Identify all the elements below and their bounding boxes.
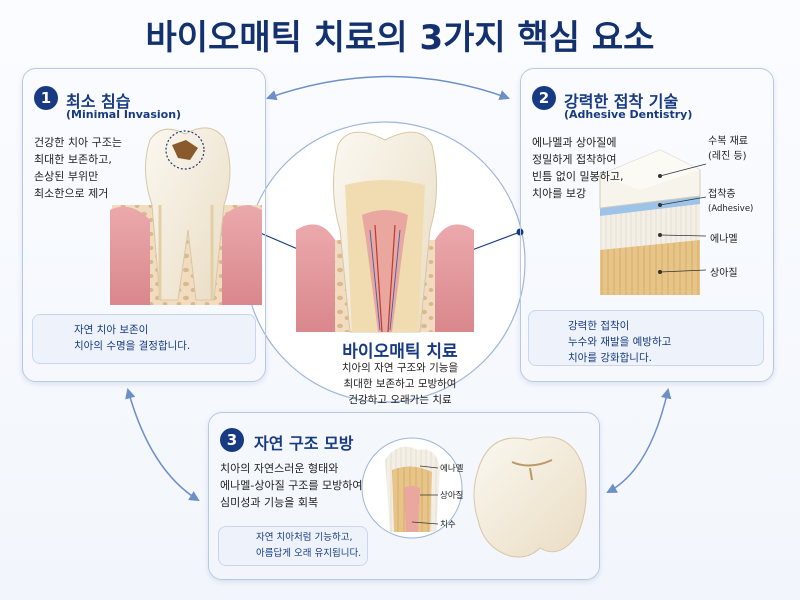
- card2-note: [528, 310, 764, 366]
- arrow-card1-to-card2: [266, 75, 510, 101]
- card3-note: [218, 526, 368, 566]
- card3-number-badge: 3: [220, 428, 244, 452]
- card3-section-illustration: [361, 437, 463, 539]
- card3-note-text: 자연 치아처럼 기능하고,아름답게 오래 유지됩니다.: [256, 532, 362, 559]
- card1-number-badge: 1: [34, 86, 58, 110]
- card-natural-structure: [208, 412, 600, 580]
- cycle-arrows: [125, 75, 672, 502]
- card3-tooth-illustration: [473, 436, 587, 558]
- arrow-card2-to-card3: [606, 387, 672, 493]
- label-restoration: 수복 재료(레진 등): [708, 136, 748, 162]
- card3-title: 자연 구조 모방: [254, 434, 354, 453]
- card3-label-dentin: 상아질: [440, 491, 464, 501]
- center-tooth-illustration: [296, 131, 474, 333]
- card1-note: [32, 314, 256, 364]
- card3-label-enamel: 에나멜: [440, 464, 464, 474]
- card2-layer-illustration: [599, 149, 707, 295]
- card3-label-pulp: 치수: [440, 520, 456, 530]
- label-enamel: 에나멜: [710, 234, 738, 245]
- page-title: 바이오매틱 치료의 3가지 핵심 요소: [145, 18, 655, 58]
- arrow-card1-to-card3: [125, 387, 200, 502]
- card-adhesive-dentistry: [520, 68, 774, 382]
- center-title: 바이오매틱 치료: [342, 342, 458, 362]
- card2-subtitle: (Adhesive Dentistry): [564, 108, 693, 121]
- label-dentin: 상아질: [710, 268, 738, 279]
- card1-title: 최소 침습: [66, 92, 131, 111]
- card1-subtitle: (Minimal Invasion): [66, 108, 182, 121]
- card2-title: 강력한 접착 기술: [564, 92, 679, 111]
- label-adhesive-layer: 접착층(Adhesive): [708, 189, 754, 214]
- card1-tooth-illustration: [110, 127, 262, 305]
- card-minimal-invasion: [22, 68, 266, 382]
- card2-number-badge: 2: [532, 86, 556, 110]
